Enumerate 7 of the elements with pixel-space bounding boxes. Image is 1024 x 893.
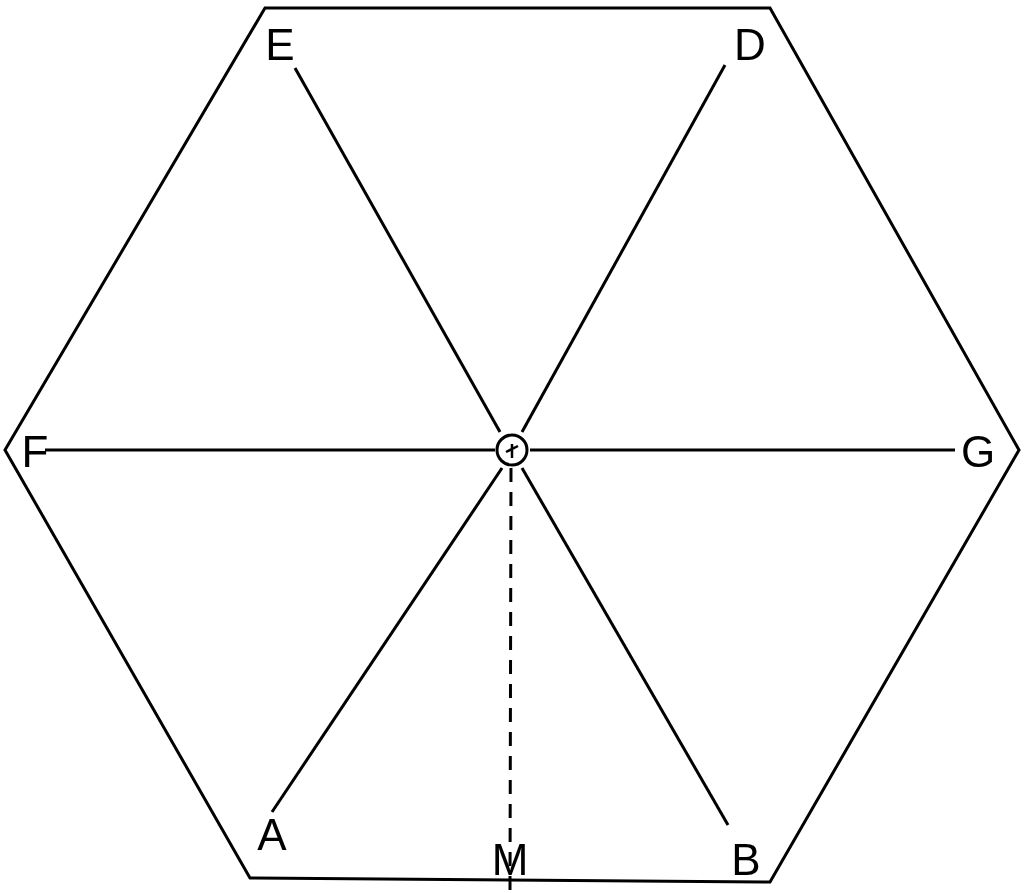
point-label: M: [491, 838, 529, 882]
point-label: G: [960, 430, 996, 474]
point-label: F: [21, 430, 49, 474]
point-label: B: [731, 838, 761, 882]
point-label: D: [734, 23, 766, 67]
point-label: E: [265, 23, 295, 67]
point-label: A: [257, 813, 287, 857]
